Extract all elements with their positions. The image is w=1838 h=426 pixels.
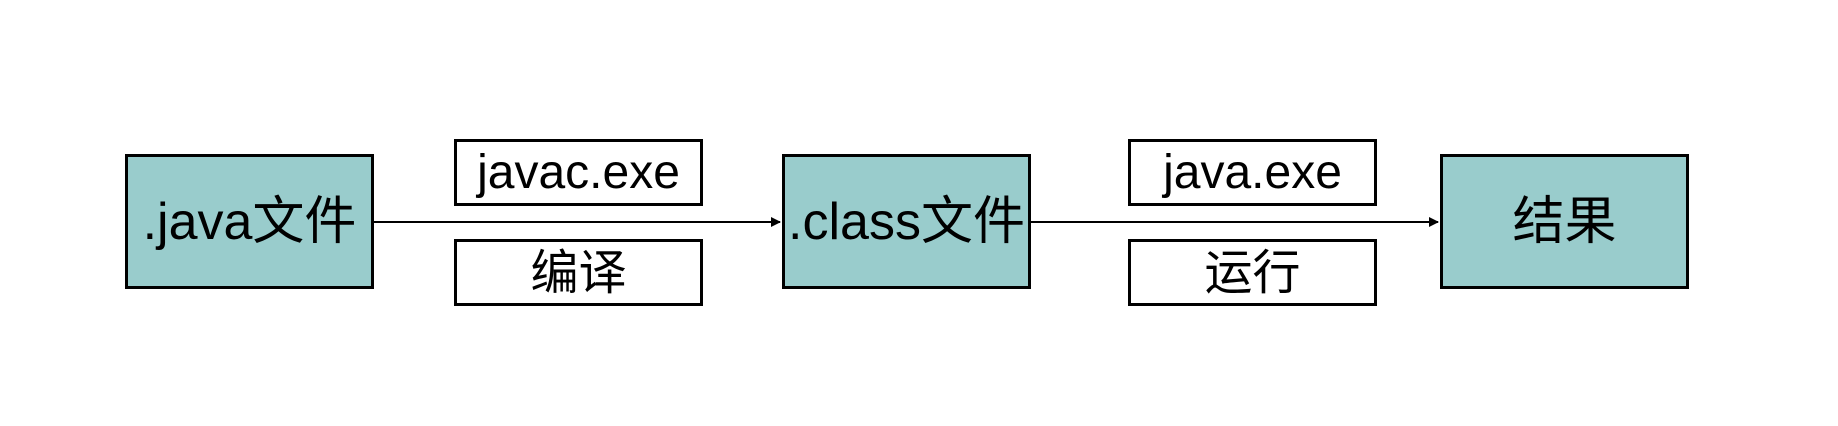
node-java-file: .java文件 <box>125 154 374 289</box>
node-result: 结果 <box>1440 154 1689 289</box>
edge-compile-action-box: 编译 <box>454 239 703 306</box>
edge-run-action-label: 运行 <box>1204 244 1301 301</box>
edge-compile-tool-box: javac.exe <box>454 139 703 206</box>
edge-compile-tool-label: javac.exe <box>477 145 680 199</box>
edge-compile-action-label: 编译 <box>530 244 627 301</box>
node-class-file-label: .class文件 <box>788 192 1025 251</box>
edge-run-action-box: 运行 <box>1128 239 1377 306</box>
edge-run-tool-label: java.exe <box>1163 145 1342 199</box>
node-result-label: 结果 <box>1512 192 1617 251</box>
node-class-file: .class文件 <box>782 154 1031 289</box>
node-java-file-label: .java文件 <box>142 192 357 251</box>
edge-run-tool-box: java.exe <box>1128 139 1377 206</box>
